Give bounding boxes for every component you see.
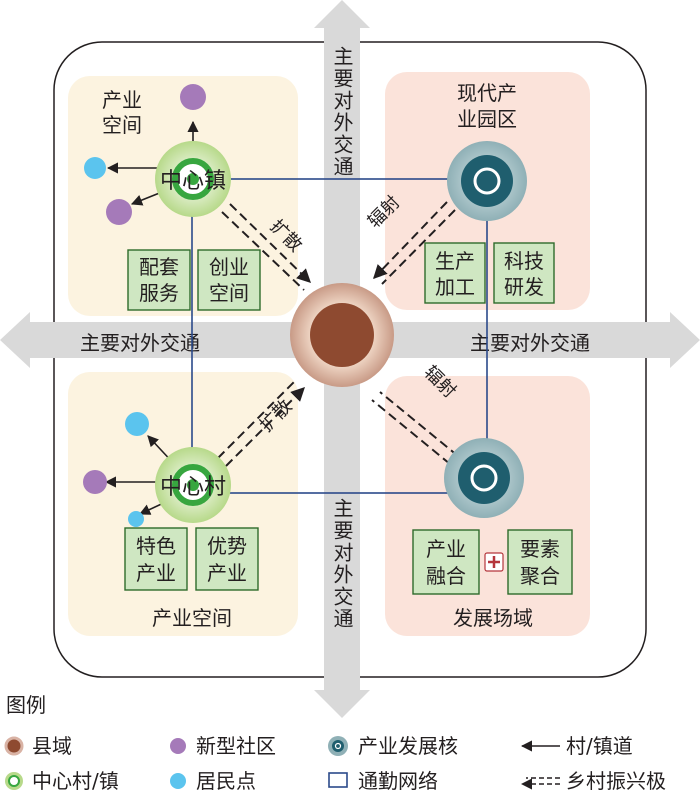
bl-box-2-line1: 优势: [207, 534, 247, 558]
bl-zone-label: 产业空间: [152, 606, 232, 630]
tr-core: [461, 155, 513, 207]
bl-new-community: [83, 470, 107, 494]
br-box-2-line2: 聚合: [520, 564, 560, 588]
legend-title: 图例: [6, 693, 46, 717]
rural-pole-arrows: [217, 201, 459, 467]
legend-new-community-label: 新型社区: [196, 734, 276, 758]
legend-rural-pole-icon: [520, 777, 560, 790]
central-village-label: 中心村: [160, 475, 226, 500]
tl-new-community-2: [106, 199, 132, 225]
legend-central-village-ring: [8, 775, 20, 787]
bl-settlement: [125, 412, 149, 436]
tr-core-ring: [473, 167, 501, 195]
tr-box-2-line1: 科技: [504, 249, 544, 273]
bl-box-2-line2: 产业: [207, 561, 247, 585]
br-box-1-line1: 产业: [426, 537, 466, 561]
legend-commute-network-label: 通勤网络: [358, 769, 438, 793]
tr-zone-label: 现代产: [457, 81, 517, 105]
road-label-left: 主要对外交通: [80, 331, 200, 355]
tr-box-2-line2: 研发: [504, 275, 544, 299]
tl-box-2-line1: 创业: [209, 255, 249, 279]
road-label-right: 主要对外交通: [470, 331, 590, 355]
tl-zone-label: 产业: [102, 88, 142, 112]
legend-central-village-label: 中心村/镇: [32, 769, 119, 793]
bl-box-1-line1: 特色: [136, 534, 176, 558]
legend-village-road-label: 村/镇道: [566, 734, 633, 758]
br-box-1-line2: 融合: [426, 564, 466, 588]
bl-box-1-line2: 产业: [136, 561, 176, 585]
tl-box-2: [197, 249, 261, 311]
tl-box-1: [127, 249, 191, 311]
legend-commute-network-icon: [328, 772, 348, 788]
legend-settlement-icon: [170, 773, 186, 789]
legend-rural-pole-label: 乡村振兴极: [566, 769, 666, 793]
br-box-2: [507, 529, 573, 595]
commute-network-lines: [191, 178, 488, 494]
bl-settlement-2: [128, 511, 144, 527]
bl-box-1: [124, 527, 188, 591]
tl-box-1-line1: 配套: [139, 255, 179, 279]
tl-settlement: [84, 157, 106, 179]
road-label-top: 主要对外交通: [330, 46, 354, 178]
legend-new-community-icon: [170, 738, 186, 754]
plus-icon: [484, 552, 504, 572]
legend-industry-core-label: 产业发展核: [358, 734, 458, 758]
tl-new-community: [180, 84, 206, 110]
county-core: [310, 303, 374, 367]
br-box-1: [412, 529, 480, 595]
tr-box-1-line2: 加工: [435, 275, 475, 299]
tr-box-2: [493, 242, 555, 304]
legend-county-label: 县域: [32, 734, 72, 758]
br-core-ring: [470, 464, 498, 492]
tl-box-2-line2: 空间: [209, 281, 249, 305]
legend-industry-core-ring: [334, 742, 342, 750]
br-zone-label: 发展场域: [453, 606, 533, 630]
tr-box-1: [424, 242, 486, 304]
tr-zone-label-2: 业园区: [457, 107, 517, 131]
legend-industry-core-inner: [332, 740, 344, 752]
road-label-bottom: 主要对外交通: [330, 498, 354, 630]
central-village-dot: [187, 479, 199, 491]
tl-box-1-line2: 服务: [139, 281, 179, 305]
legend-settlement-label: 居民点: [196, 769, 256, 793]
tl-zone-label-2: 空间: [102, 113, 142, 137]
br-core: [458, 452, 510, 504]
central-town-label: 中心镇: [160, 169, 226, 194]
bl-box-2: [195, 527, 259, 591]
legend-county-icon: [4, 736, 24, 756]
br-box-2-line1: 要素: [520, 537, 560, 561]
central-town-dot: [187, 173, 199, 185]
tr-box-1-line1: 生产: [435, 249, 475, 273]
